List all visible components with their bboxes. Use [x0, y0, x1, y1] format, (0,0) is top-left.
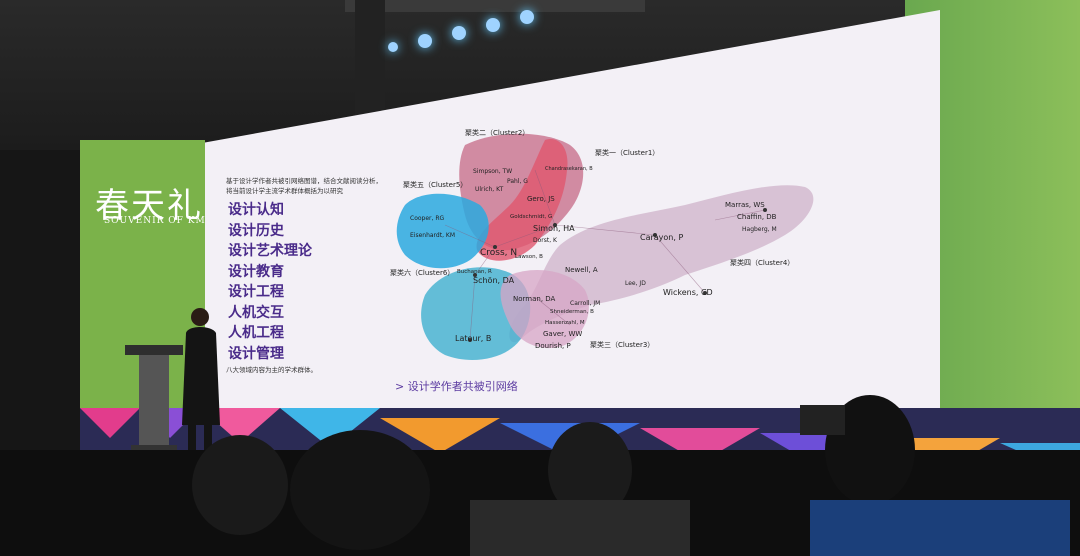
- author-label: Shneiderman, B: [550, 309, 594, 315]
- slide-intro-text: 基于设计学作者共被引网络图谱，结合文献阅读分析，将当前设计学主流学术群体概括为以…: [226, 177, 382, 195]
- author-label: Eisenhardt, KM: [410, 232, 455, 239]
- author-label: Chaffin, DB: [737, 213, 777, 221]
- author-label: Gaver, WW: [543, 330, 582, 338]
- author-label: Latour, B: [455, 334, 491, 343]
- field-item: 设计认知: [228, 202, 284, 218]
- author-label: Wickens, CD: [663, 288, 713, 297]
- diagram-caption: > 设计学作者共被引网络: [395, 380, 518, 393]
- network-edges: [444, 169, 766, 341]
- author-node: [763, 208, 767, 212]
- stage-light: [520, 10, 534, 24]
- field-item: 设计管理: [228, 345, 284, 362]
- author-label: Hassenzahl, M: [545, 320, 585, 326]
- cluster-label: 聚类一（Cluster1）: [595, 148, 659, 157]
- author-label: Lee, JD: [625, 280, 646, 287]
- author-label: Dourish, P: [535, 342, 571, 350]
- author-label: Simpson, TW: [473, 168, 512, 175]
- author-label: Chandrasekaran, B: [545, 166, 593, 172]
- author-label: Carroll, JM: [570, 300, 600, 307]
- author-node: [493, 245, 497, 249]
- author-label: Carayon, P: [640, 233, 683, 242]
- field-item: 设计艺术理论: [228, 243, 312, 259]
- field-item: 设计历史: [228, 222, 284, 239]
- author-label: Simon, HA: [533, 224, 575, 233]
- author-label: Hagberg, M: [742, 226, 777, 233]
- author-label: Marras, WS: [725, 201, 765, 209]
- author-node: [473, 273, 477, 277]
- logo-title: 春天礼: [95, 186, 203, 226]
- phone-icon: [800, 405, 845, 435]
- author-label: Gero, JS: [527, 195, 555, 203]
- cluster-label: 聚类三（Cluster3）: [590, 340, 654, 349]
- cluster-label: 聚类六（Cluster6）: [390, 268, 454, 277]
- cluster3-blob: [500, 270, 589, 349]
- slide-outro-text: 八大领域内容为主的学术群体。: [226, 366, 317, 374]
- stage-light: [418, 34, 432, 48]
- lighting-truss-pole: [355, 0, 385, 120]
- author-label: Cooper, RG: [410, 215, 444, 222]
- author-label: Lawson, B: [515, 254, 543, 260]
- author-label: Goldschmidt, G: [510, 214, 552, 220]
- stage-light: [388, 42, 398, 52]
- stage-light: [452, 26, 466, 40]
- author-label: Pahl, G: [507, 178, 528, 185]
- cluster-label: 聚类二（Cluster2）: [465, 128, 529, 137]
- research-field-list: 设计认知 设计历史 设计艺术理论 设计教育 设计工程 人机交互 人机工程 设计管…: [228, 200, 312, 364]
- field-item: 人机交互: [228, 304, 284, 321]
- audience-silhouettes: [0, 395, 1080, 556]
- cluster1-blob: [476, 139, 568, 261]
- author-node: [653, 233, 657, 237]
- field-item: 人机工程: [228, 325, 284, 341]
- field-item: 设计教育: [228, 263, 284, 280]
- author-label: Cross, N: [480, 248, 517, 258]
- author-label: Buchanan, R: [457, 269, 492, 275]
- author-label: Schön, DA: [473, 276, 515, 285]
- author-label: Newell, A: [565, 266, 598, 274]
- cluster-label: 聚类五（Cluster5）: [403, 180, 467, 189]
- author-node: [553, 223, 557, 227]
- stage-light: [486, 18, 500, 32]
- author-label: Dorst, K: [533, 237, 558, 244]
- author-node: [703, 291, 707, 295]
- podium: [125, 345, 183, 453]
- author-node: [468, 338, 472, 342]
- speaker-figure: [182, 308, 220, 450]
- logo-subtitle: SOUVENIR OF KM: [104, 216, 206, 226]
- cluster5-blob: [396, 193, 489, 269]
- author-label: Norman, DA: [513, 295, 556, 303]
- author-label: Ulrich, KT: [475, 186, 504, 193]
- field-item: 设计工程: [228, 284, 284, 300]
- co-citation-network: 聚类二（Cluster2） 聚类一（Cluster1） 聚类五（Cluster5…: [390, 128, 814, 360]
- cluster-label: 聚类四（Cluster4）: [730, 258, 794, 267]
- lighting-truss: [345, 0, 645, 12]
